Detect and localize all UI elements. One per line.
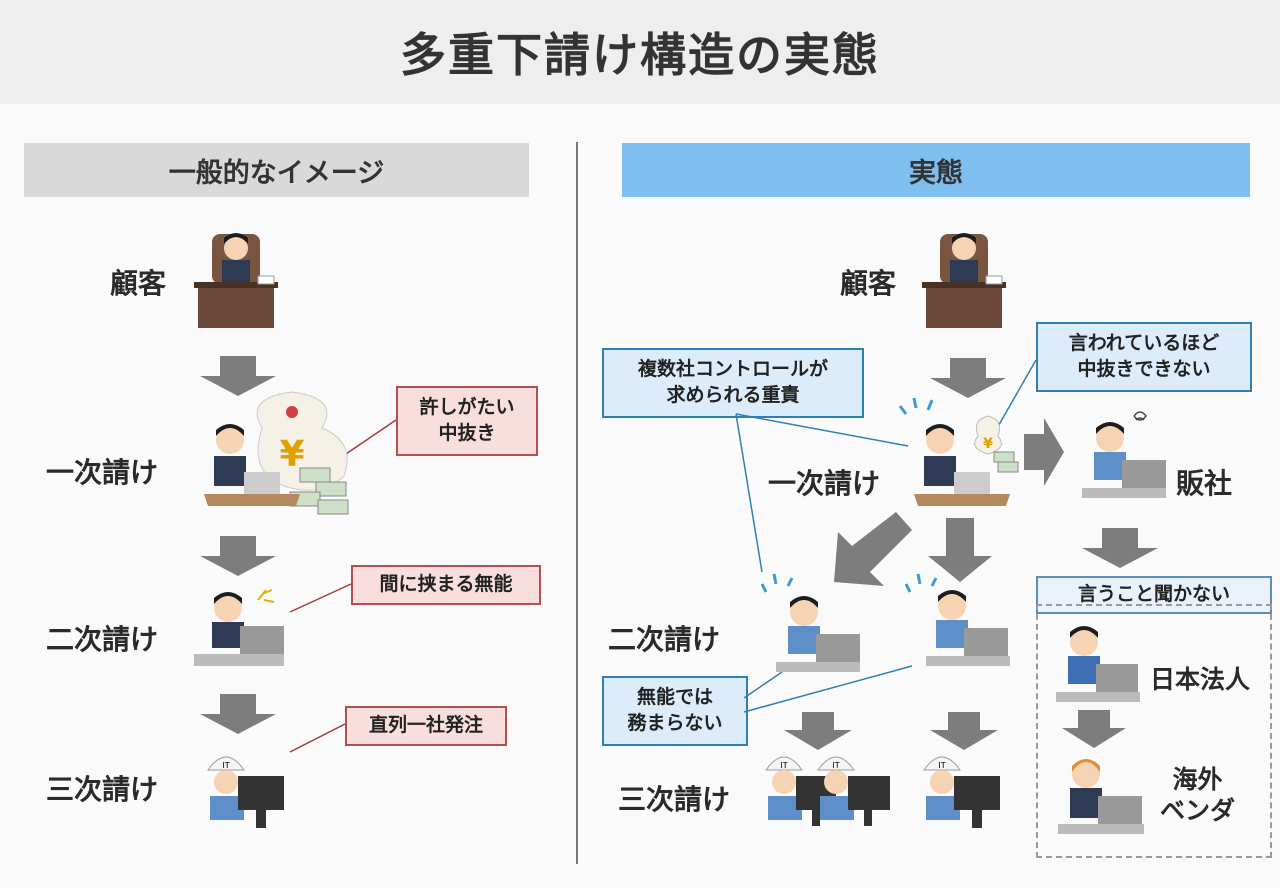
right-arrow-sec1-down (784, 712, 852, 750)
right-label-vendor: 海外 ベンダ (1160, 765, 1236, 826)
left-arrow-2 (200, 536, 276, 576)
title-bar: 多重下請け構造の実態 (0, 0, 1280, 104)
svg-text:IT: IT (222, 761, 229, 770)
right-secondary-figure-1 (760, 573, 860, 672)
right-label-secondary: 二次請け (608, 623, 721, 656)
right-leader-burden-1 (735, 413, 909, 447)
right-callout-capable: 無能では 務まらない (602, 676, 748, 746)
svg-text:IT: IT (780, 761, 787, 770)
right-label-primary: 一次請け (768, 467, 881, 500)
left-callout-serial: 直列一社発注 (345, 706, 507, 746)
right-arrow-primary-diag (834, 512, 912, 586)
left-arrow-3 (200, 694, 276, 734)
left-secondary-figure (194, 589, 284, 666)
right-tertiary-figure-3: IT (923, 756, 1000, 828)
right-sales-figure (1082, 411, 1166, 498)
right-label-sales: 販社 (1176, 467, 1233, 500)
right-callout-disobedient: 言うこと聞かない (1036, 576, 1272, 614)
left-callout-incompetent: 間に挟まる無能 (351, 565, 541, 605)
right-arrow-client (930, 358, 1006, 398)
vendor-group-box (1036, 604, 1272, 858)
right-arrow-primary-down (928, 518, 992, 582)
right-arrow-sales-down (1082, 528, 1158, 568)
svg-text:IT: IT (832, 761, 839, 770)
left-label-client: 顧客 (110, 267, 167, 300)
left-callout-middleman: 許しがたい 中抜き (396, 386, 538, 456)
right-leader-capable-2 (743, 665, 913, 713)
right-label-tertiary: 三次請け (618, 783, 731, 816)
left-label-tertiary: 三次請け (46, 773, 159, 806)
right-secondary-figure-2 (904, 573, 1010, 666)
page-title: 多重下請け構造の実態 (400, 28, 880, 82)
left-leader-3 (289, 723, 346, 753)
left-tertiary-figure: IT (207, 756, 284, 828)
left-label-primary: 一次請け (46, 456, 159, 489)
right-jp-figure (1056, 626, 1140, 702)
left-header: 一般的なイメージ (24, 143, 529, 197)
right-leader-burden-2 (735, 413, 763, 573)
right-callout-margin: 言われているほど 中抜きできない (1036, 322, 1252, 392)
right-arrow-to-sales (1024, 418, 1064, 486)
left-primary-figure: ¥ (204, 391, 349, 515)
right-vendor-figure (1058, 759, 1144, 834)
center-divider (576, 142, 578, 864)
right-primary-figure: ¥ (898, 397, 1019, 506)
left-leader-2 (289, 583, 352, 613)
left-leader-1 (339, 419, 397, 459)
svg-text:IT: IT (938, 761, 945, 770)
right-arrow-jp-down (1062, 710, 1126, 748)
right-header: 実態 (622, 143, 1250, 197)
right-leader-capable-1 (743, 671, 783, 699)
right-arrow-sec2-down (930, 712, 998, 750)
left-client-figure (194, 233, 278, 328)
left-label-secondary: 二次請け (46, 623, 159, 656)
right-callout-burden: 複数社コントロールが 求められる重責 (602, 348, 864, 418)
right-tertiary-figure-2: IT (817, 756, 890, 826)
right-label-client: 顧客 (840, 267, 897, 300)
left-arrow-1 (200, 356, 276, 396)
svg-text:¥: ¥ (983, 436, 993, 452)
right-client-figure (922, 233, 1006, 328)
right-leader-margin (995, 359, 1037, 431)
right-label-jp: 日本法人 (1150, 665, 1251, 694)
